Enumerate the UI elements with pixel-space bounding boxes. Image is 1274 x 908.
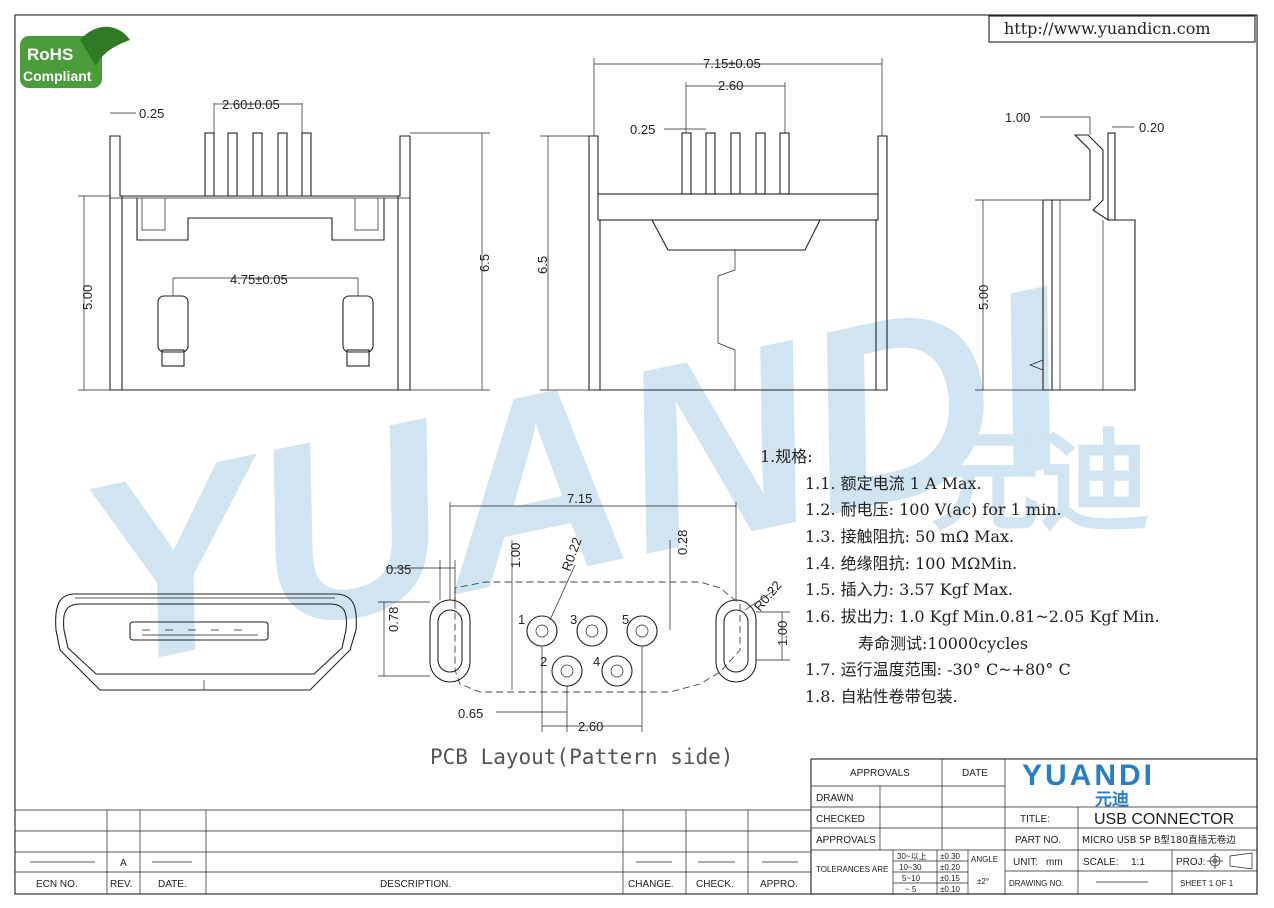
rev-header-appro: APPRO. bbox=[760, 879, 798, 890]
dim-side-pitch: 2.60 bbox=[718, 78, 743, 93]
dim-pcb-100a: 1.00 bbox=[508, 543, 523, 568]
title-block: APPROVALS DATE DRAWN CHECKED APPROVALS Y… bbox=[810, 758, 1258, 895]
rev-header-check: CHECK. bbox=[696, 879, 734, 890]
tb-angle-value: ±2° bbox=[977, 877, 989, 886]
tb-title-label: TITLE: bbox=[1020, 814, 1050, 825]
tb-tolerances: TOLERANCES ARE bbox=[816, 865, 888, 874]
dim-pcb-100b: 1.00 bbox=[775, 621, 790, 646]
rev-header-rev: REV. bbox=[110, 879, 132, 890]
pin-label-2: 2 bbox=[540, 654, 547, 669]
spec-item: 1.1. 额定电流 1 A Max. bbox=[805, 474, 982, 493]
dim-pcb-065: 0.65 bbox=[458, 706, 483, 721]
tb-unit-label: UNIT: bbox=[1013, 857, 1038, 868]
watermark-cn: 元迪 bbox=[930, 418, 1150, 546]
pin-label-5: 5 bbox=[622, 612, 629, 627]
leaf-icon bbox=[80, 26, 130, 66]
tb-scale-label: SCALE: bbox=[1083, 857, 1119, 868]
tb-sheet: SHEET 1 OF 1 bbox=[1180, 879, 1234, 888]
side-view: 7.15±0.05 2.60 0.25 6.5 bbox=[535, 56, 888, 391]
tb-tol-value: ±0.20 bbox=[940, 863, 961, 872]
dim-front-025: 0.25 bbox=[139, 106, 164, 121]
rev-header-change: CHANGE. bbox=[628, 879, 674, 890]
tb-scale: 1:1 bbox=[1131, 857, 1145, 868]
pin-label-3: 3 bbox=[570, 612, 577, 627]
rev-header-description: DESCRIPTION. bbox=[380, 879, 451, 890]
dim-right-100: 1.00 bbox=[1005, 110, 1030, 125]
dim-front-pitch: 2.60±0.05 bbox=[222, 97, 280, 112]
spec-item: 1.8. 自粘性卷带包装. bbox=[805, 687, 958, 706]
dim-front-slot: 4.75±0.05 bbox=[230, 272, 288, 287]
rohs-logo: RoHS Compliant bbox=[20, 26, 130, 88]
end-view bbox=[55, 593, 357, 691]
spec-item: 1.4. 绝缘阻抗: 100 MΩMin. bbox=[805, 554, 1017, 573]
tb-date: DATE bbox=[962, 768, 988, 779]
tb-angle: ANGLE bbox=[971, 855, 998, 864]
brand-logo: YUANDI bbox=[1022, 759, 1155, 792]
tb-tol-value: ±0.10 bbox=[940, 885, 961, 894]
dim-front-height: 5.00 bbox=[80, 285, 95, 310]
pin-label-4: 4 bbox=[593, 654, 600, 669]
dim-side-width: 7.15±0.05 bbox=[703, 56, 761, 71]
tb-drawing-no: DRAWING NO. bbox=[1009, 879, 1064, 888]
dim-pcb-035: 0.35 bbox=[386, 562, 411, 577]
tb-tol-value: ±0.30 bbox=[940, 852, 961, 861]
tb-proj: PROJ: bbox=[1176, 857, 1205, 868]
rev-header-date: DATE. bbox=[158, 879, 187, 890]
spec-item: 寿命测试:10000cycles bbox=[858, 634, 1028, 653]
pin-label-1: 1 bbox=[518, 612, 525, 627]
tb-drawn: DRAWN bbox=[816, 793, 853, 804]
tb-approvals: APPROVALS bbox=[850, 768, 910, 779]
front-view: 2.60±0.05 0.25 4.75±0.05 5.00 6.5 bbox=[78, 97, 492, 391]
tb-part-label: PART NO. bbox=[1015, 835, 1061, 846]
url-text: http://www.yuandicn.com bbox=[1004, 19, 1211, 38]
rohs-text: RoHS bbox=[27, 45, 73, 64]
dim-pcb-078: 0.78 bbox=[386, 607, 401, 632]
tb-tol-value: ±0.15 bbox=[940, 874, 961, 883]
tb-tol-range: 10~30 bbox=[899, 863, 922, 872]
dim-front-total: 6.5 bbox=[477, 254, 492, 272]
dim-side-height: 6.5 bbox=[535, 256, 550, 274]
tb-approvals2: APPROVALS bbox=[816, 835, 876, 846]
tb-unit: mm bbox=[1046, 857, 1063, 868]
revision-table: A ECN NO. REV. DATE. DESCRIPTION. CHANGE… bbox=[15, 809, 811, 894]
tb-tol-range: 30~以上 bbox=[897, 852, 927, 861]
spec-item: 1.6. 拔出力: 1.0 Kgf Min.0.81~2.05 Kgf Min. bbox=[805, 607, 1160, 626]
tb-checked: CHECKED bbox=[816, 814, 865, 825]
dim-pcb-width: 7.15 bbox=[567, 491, 592, 506]
url-box bbox=[988, 15, 1256, 43]
brand-logo-cn: 元迪 bbox=[1095, 789, 1129, 810]
dim-side-pin: 0.25 bbox=[630, 122, 655, 137]
dim-pcb-028: 0.28 bbox=[675, 530, 690, 555]
spec-item: 1.7. 运行温度范围: -30° C~+80° C bbox=[805, 660, 1071, 679]
dim-pcb-260: 2.60 bbox=[578, 719, 603, 734]
spec-heading: 1.规格: bbox=[760, 447, 813, 466]
dim-right-020: 0.20 bbox=[1139, 120, 1164, 135]
spec-list: 1.规格: 1.1. 额定电流 1 A Max. 1.2. 耐电压: 100 V… bbox=[760, 447, 1160, 706]
tb-title: USB CONNECTOR bbox=[1094, 811, 1234, 828]
tb-tol-range: ~ 5 bbox=[905, 885, 917, 894]
rev-header-ecn: ECN NO. bbox=[36, 879, 78, 890]
projection-icon bbox=[1207, 852, 1253, 870]
compliant-text: Compliant bbox=[23, 68, 92, 84]
spec-item: 1.2. 耐电压: 100 V(ac) for 1 min. bbox=[805, 500, 1062, 519]
pcb-layout-title: PCB Layout(Pattern side) bbox=[430, 745, 733, 769]
right-view: 1.00 0.20 5.00 bbox=[975, 110, 1164, 391]
dim-right-height: 5.00 bbox=[976, 285, 991, 310]
spec-item: 1.5. 插入力: 3.57 Kgf Max. bbox=[805, 580, 1013, 599]
drawing-border bbox=[14, 14, 1258, 895]
spec-item: 1.3. 接触阻抗: 50 mΩ Max. bbox=[805, 527, 1014, 546]
rev-value: A bbox=[120, 858, 127, 869]
tb-part: MICRO USB 5P B型180直插无卷边 bbox=[1082, 834, 1236, 846]
tb-tol-range: 5~10 bbox=[902, 874, 921, 883]
